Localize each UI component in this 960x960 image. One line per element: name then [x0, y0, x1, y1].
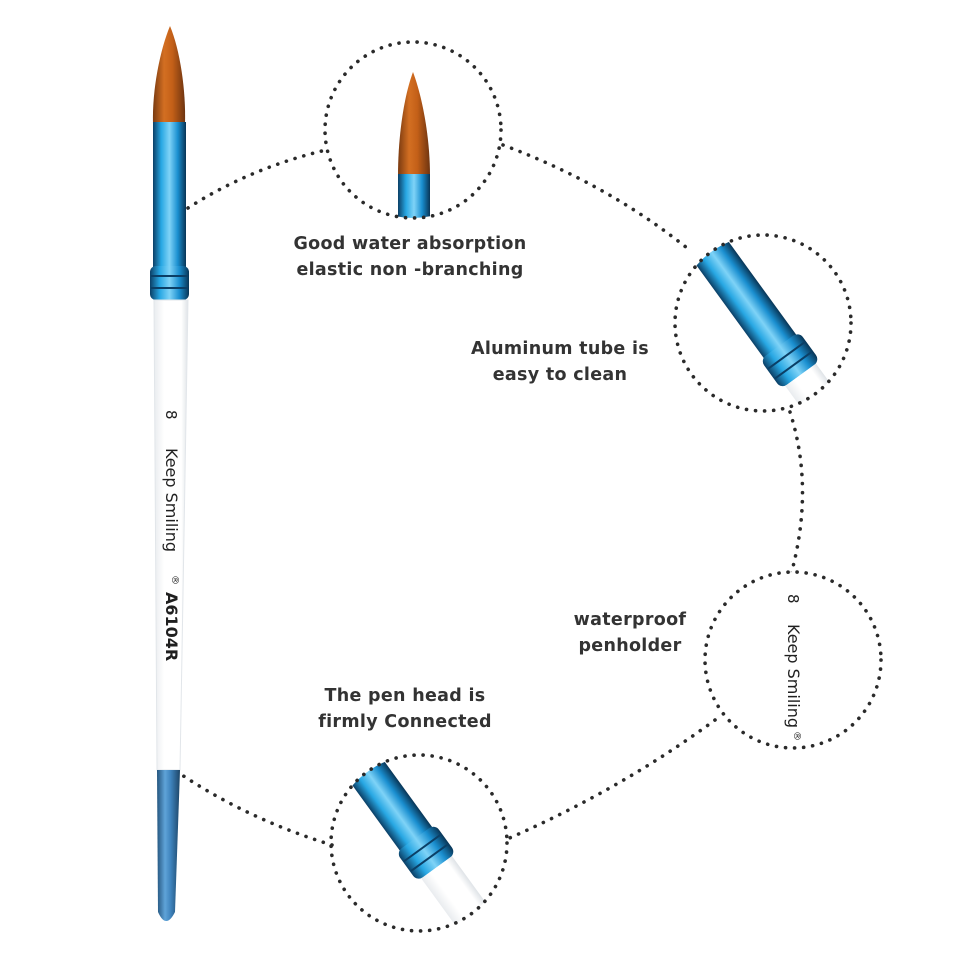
- imprint-brand: Keep Smiling: [162, 448, 181, 552]
- handle-imprint: 8 Keep Smiling ® A6104R: [162, 410, 181, 661]
- caption-line: waterproof: [573, 610, 687, 630]
- paint-brush: [150, 26, 189, 921]
- penholder-imprint-brand: Keep Smiling: [784, 624, 803, 728]
- penholder-imprint-size: 8: [784, 594, 802, 604]
- caption-waterproof: waterproof penholder: [540, 607, 720, 659]
- caption-line: The pen head is: [324, 686, 486, 706]
- caption-line: easy to clean: [492, 365, 628, 385]
- imprint-registered: ®: [169, 575, 180, 585]
- caption-aluminum-tube: Aluminum tube is easy to clean: [440, 336, 680, 388]
- brush-bristles: [152, 26, 186, 124]
- detail-pen-head: [329, 753, 509, 933]
- caption-line: penholder: [578, 636, 682, 656]
- detail-bristle-tip: [323, 40, 503, 220]
- dotted-connector: [180, 143, 805, 847]
- caption-line: Aluminum tube is: [470, 339, 649, 359]
- caption-water-absorption: Good water absorption elastic non -branc…: [270, 231, 550, 283]
- caption-pen-head: The pen head is firmly Connected: [290, 683, 520, 735]
- caption-line: elastic non -branching: [296, 260, 524, 280]
- detail-aluminum-tube: [673, 233, 853, 413]
- brush-end-cap: [157, 770, 180, 921]
- brush-ferrule: [153, 122, 186, 270]
- brush-crimp: [150, 266, 189, 300]
- penholder-imprint-registered: ®: [791, 731, 802, 741]
- imprint-size: 8: [162, 410, 180, 420]
- caption-line: Good water absorption: [293, 234, 527, 254]
- caption-line: firmly Connected: [318, 712, 492, 732]
- detail-penholder: 8 Keep Smiling ®: [703, 570, 883, 750]
- imprint-model: A6104R: [162, 592, 181, 661]
